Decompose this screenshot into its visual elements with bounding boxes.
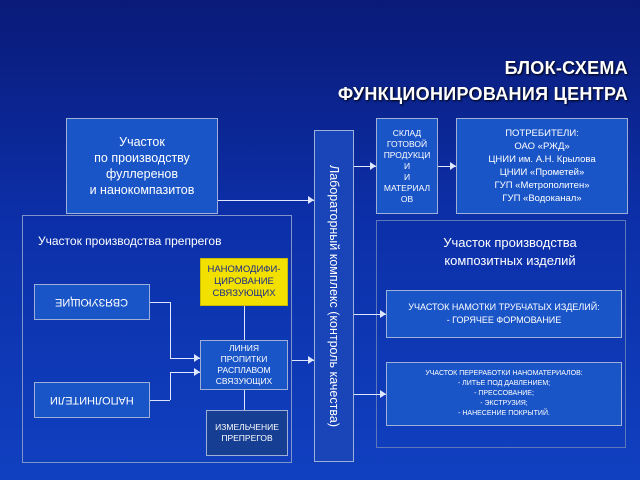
connector-lab-processing	[354, 394, 386, 395]
arrow-lab-processing	[380, 390, 386, 398]
impregnation-line-box: ЛИНИЯ ПРОПИТКИ РАСПЛАВОМ СВЯЗУЮЩИХ	[200, 340, 288, 390]
connector-impreg-grinding	[244, 390, 245, 410]
prepreg-region-label: Участок производства препрегов	[38, 234, 222, 248]
tube-winding-label: УЧАСТОК НАМОТКИ ТРУБЧАТЫХ ИЗДЕЛИЙ: - ГОР…	[408, 302, 600, 325]
connector-nanomod-impreg	[244, 306, 245, 340]
connector-fillers-up	[170, 372, 171, 400]
arrow-binders-impreg	[194, 354, 200, 362]
connector-binders-impreg	[170, 358, 200, 359]
laboratory-complex-label: Лабораторный комплекс (контроль качества…	[327, 165, 341, 427]
prepreg-grinding-label: ИЗМЕЛЬЧЕНИЕ ПРЕПРЕГОВ	[215, 422, 279, 443]
warehouse-label: СКЛАД ГОТОВОЙ ПРОДУКЦИ И И МАТЕРИАЛ ОВ	[383, 127, 431, 204]
connector-fillers-impreg	[170, 372, 200, 373]
connector-prepreg-lab	[292, 360, 314, 361]
tube-winding-box: УЧАСТОК НАМОТКИ ТРУБЧАТЫХ ИЗДЕЛИЙ: - ГОР…	[386, 290, 622, 338]
diagram-title-line1: БЛОК-СХЕМА	[504, 58, 628, 78]
connector-binders	[150, 302, 170, 303]
arrow-prepreg-lab	[308, 356, 314, 364]
composite-region-label: Участок производства композитных изделий	[443, 235, 577, 268]
fullerene-production-box: Участок по производству фуллеренов и нан…	[66, 118, 218, 214]
connector-fillers	[150, 400, 170, 401]
arrow-lab-winding	[380, 310, 386, 318]
nanomodification-label: НАНОМОДИФИ- ЦИРОВАНИЕ СВЯЗУЮЩИХ	[207, 264, 281, 299]
connector-fullerene-lab	[218, 200, 314, 201]
prepreg-region	[22, 215, 292, 463]
laboratory-complex-box: Лабораторный комплекс (контроль качества…	[314, 130, 354, 462]
fillers-label: НАПОЛНИТЕЛИ	[50, 394, 134, 406]
connector-binders-down	[170, 302, 171, 358]
connector-lab-winding	[354, 314, 386, 315]
prepreg-grinding-box: ИЗМЕЛЬЧЕНИЕ ПРЕПРЕГОВ	[206, 410, 288, 456]
arrow-fillers-impreg	[194, 368, 200, 376]
connector-lab-warehouse	[354, 166, 376, 167]
binders-box: СВЯЗУЮЩИЕ	[34, 284, 150, 320]
binders-label: СВЯЗУЮЩИЕ	[55, 296, 129, 308]
warehouse-box: СКЛАД ГОТОВОЙ ПРОДУКЦИ И И МАТЕРИАЛ ОВ	[376, 118, 438, 214]
fillers-box: НАПОЛНИТЕЛИ	[34, 382, 150, 418]
arrow-to-consumers	[450, 162, 456, 170]
nanomaterial-processing-box: УЧАСТОК ПЕРЕРАБОТКИ НАНОМАТЕРИАЛОВ: - ЛИ…	[386, 362, 622, 426]
consumers-box: ПОТРЕБИТЕЛИ: ОАО «РЖД» ЦНИИ им. А.Н. Кры…	[456, 118, 628, 214]
arrow-to-lab-top	[308, 196, 314, 204]
fullerene-production-label: Участок по производству фуллеренов и нан…	[89, 135, 195, 197]
arrow-to-warehouse	[370, 162, 376, 170]
diagram-title-line2: ФУНКЦИОНИРОВАНИЯ ЦЕНТРА	[337, 84, 628, 104]
consumers-label: ПОТРЕБИТЕЛИ: ОАО «РЖД» ЦНИИ им. А.Н. Кры…	[488, 128, 596, 204]
nanomodification-box: НАНОМОДИФИ- ЦИРОВАНИЕ СВЯЗУЮЩИХ	[200, 258, 288, 306]
impregnation-line-label: ЛИНИЯ ПРОПИТКИ РАСПЛАВОМ СВЯЗУЮЩИХ	[215, 343, 273, 386]
composite-region	[376, 220, 626, 448]
nanomaterial-processing-label: УЧАСТОК ПЕРЕРАБОТКИ НАНОМАТЕРИАЛОВ: - ЛИ…	[425, 370, 583, 417]
connector-warehouse-consumers	[438, 166, 456, 167]
